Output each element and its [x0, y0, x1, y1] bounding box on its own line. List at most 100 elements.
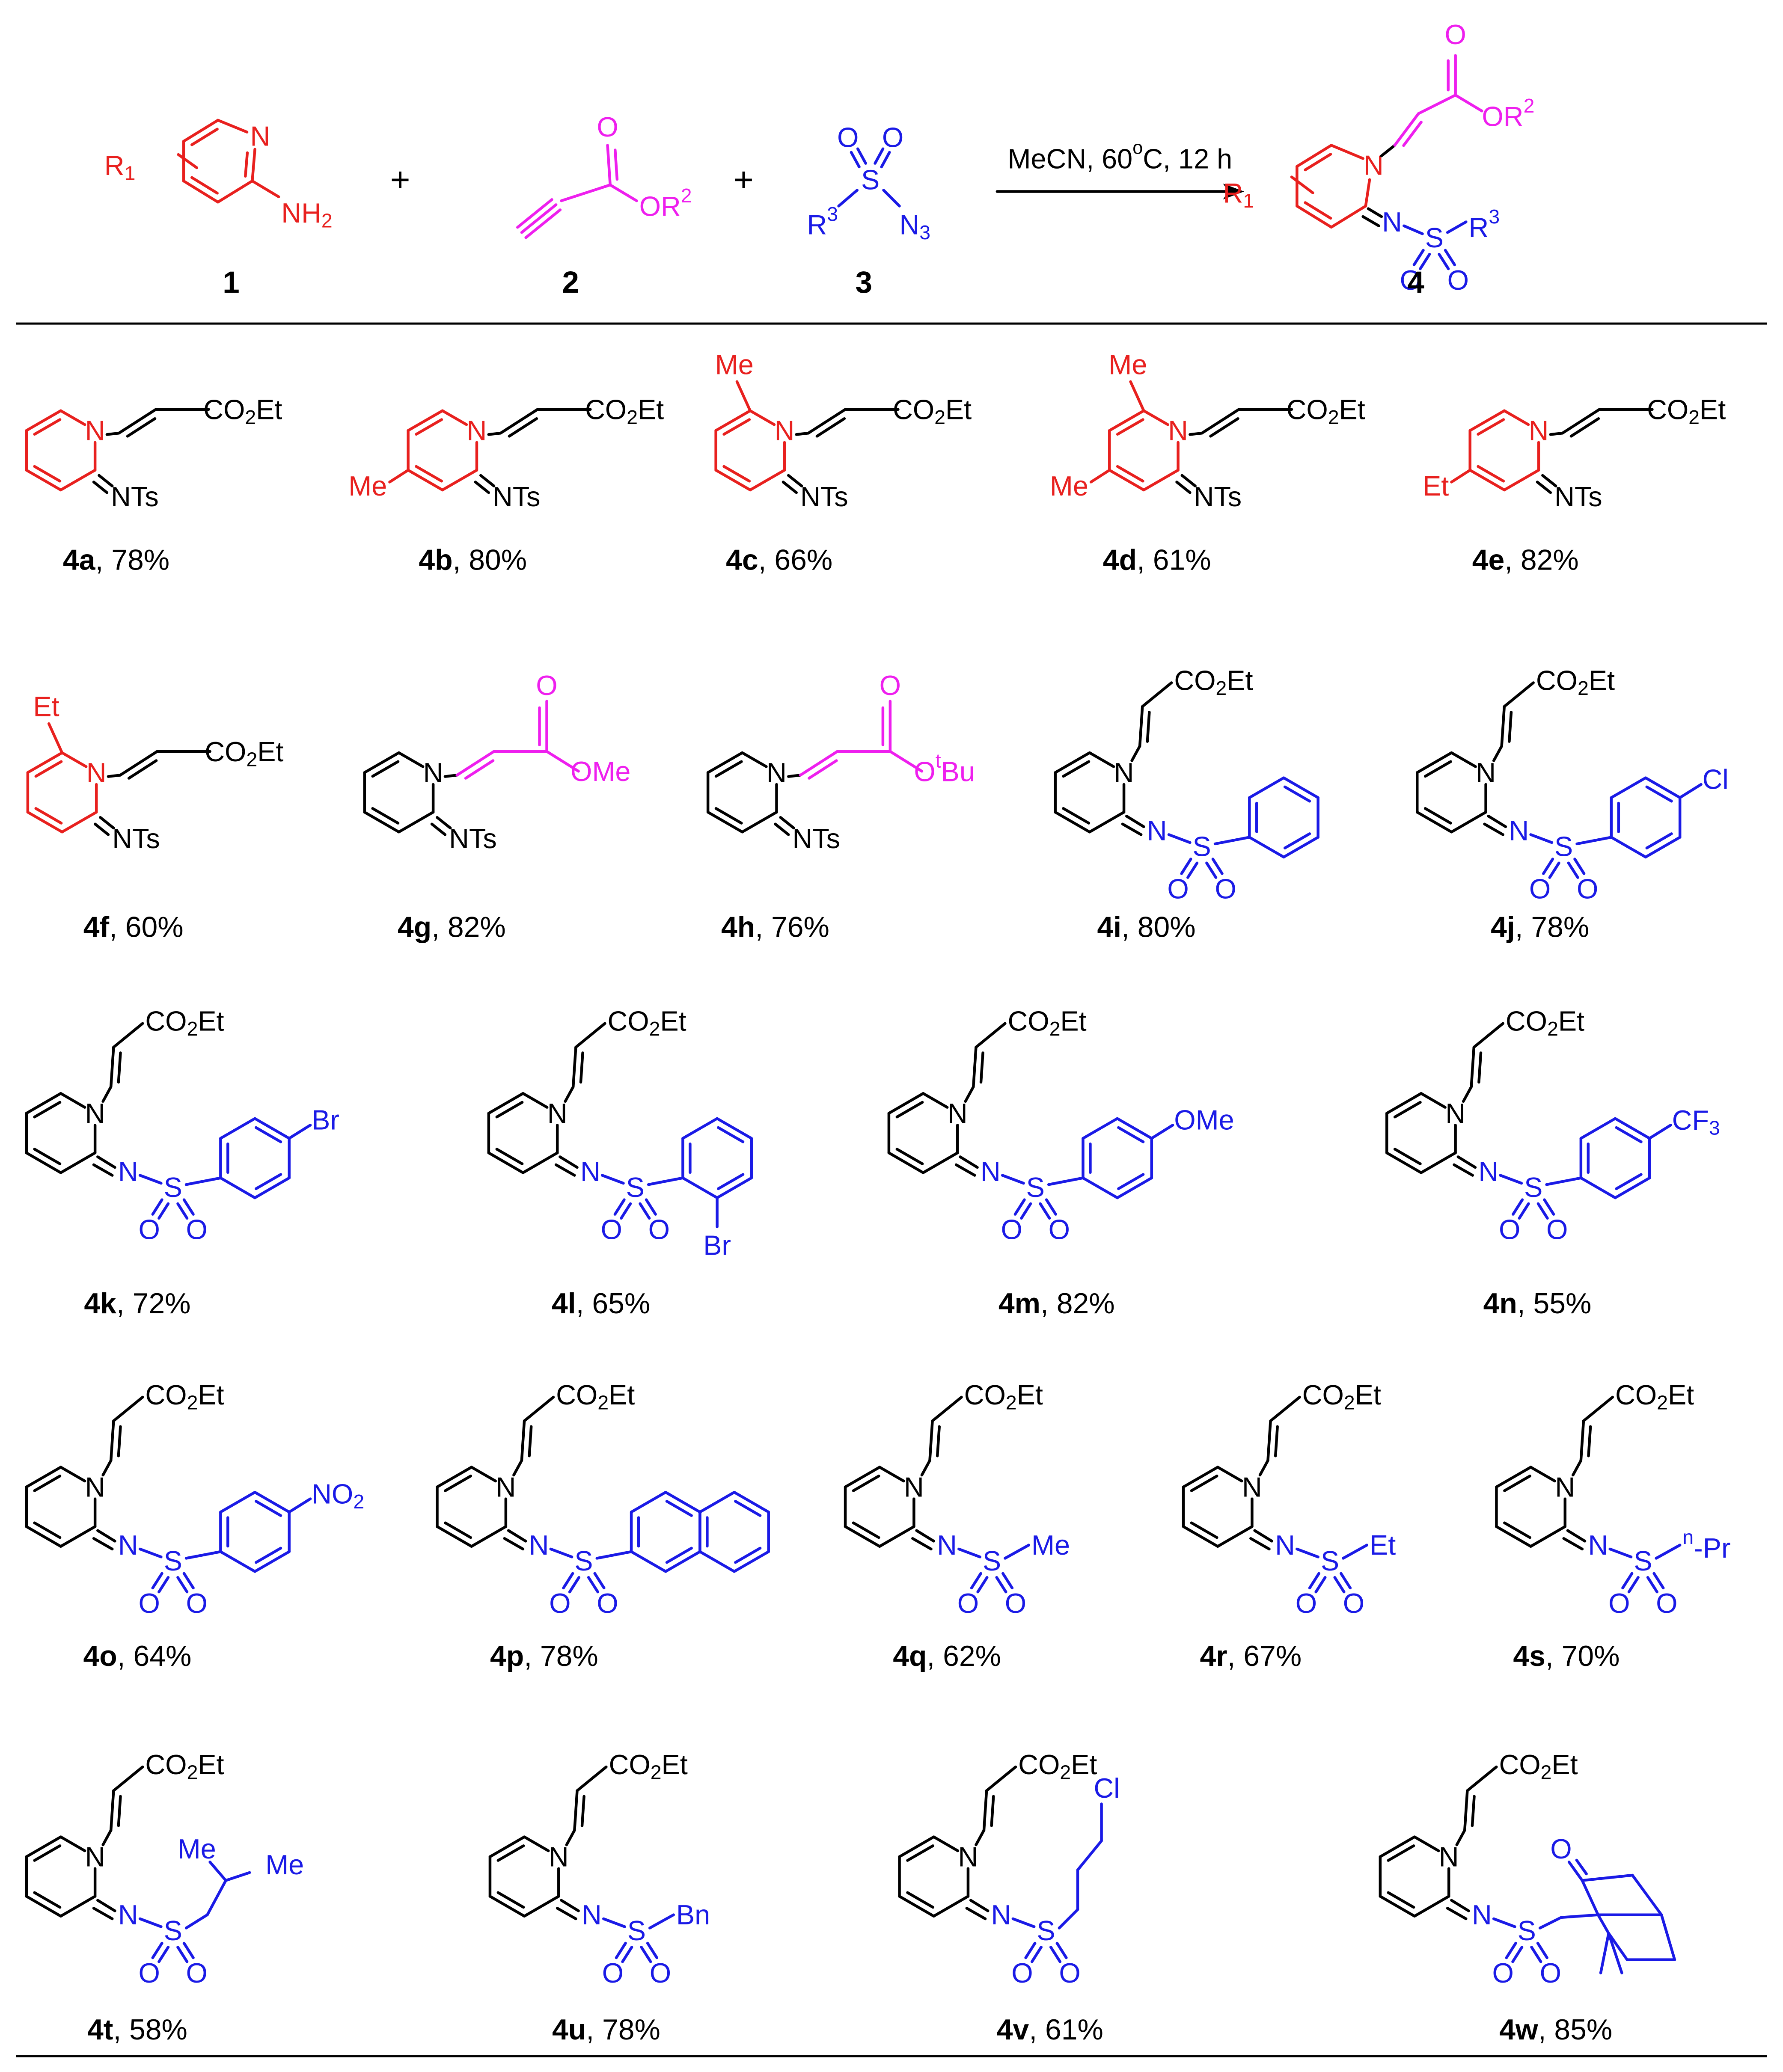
ring-bond — [898, 1895, 935, 1918]
ring-bond — [898, 1835, 935, 1858]
aryl-bond — [1645, 785, 1673, 803]
compound-label: 4t, 58% — [87, 2014, 187, 2046]
n-vinyl-bond — [1189, 432, 1204, 436]
ring-bond — [441, 469, 478, 492]
ring-bond — [59, 1151, 97, 1174]
aryl-bond — [255, 1126, 282, 1143]
vinyl-double-bond — [799, 750, 839, 777]
alkyne-bond — [560, 183, 612, 202]
caption-4s: 4s, 70% — [1513, 1640, 1620, 1672]
n-s-bond — [1499, 1174, 1523, 1185]
s-o-bond — [1045, 1198, 1057, 1216]
compound-label: 4g, 82% — [398, 911, 506, 943]
ring-bond — [1385, 1151, 1423, 1174]
imine-bond — [1253, 1529, 1273, 1543]
compound-label: 4a, 78% — [63, 544, 169, 576]
n-vinyl-bond — [101, 1459, 113, 1477]
vinyl-double-bond — [982, 1789, 988, 1832]
ester-bond — [1454, 94, 1483, 113]
aryl-bond — [219, 1176, 256, 1199]
aryl-bond — [1283, 832, 1311, 849]
aryl-bond — [1082, 1117, 1119, 1140]
ring-bond — [1379, 1895, 1416, 1918]
s-o-bond — [1646, 1576, 1658, 1594]
caption-4e: 4e, 82% — [1472, 544, 1579, 576]
sulfonyl-nitrogen: N — [1147, 815, 1167, 846]
imine-bond — [779, 816, 795, 830]
vinyl-double-bond — [1561, 408, 1601, 435]
s-o-bond — [1621, 1572, 1634, 1590]
vinyl-double-bond — [573, 1789, 579, 1832]
ring-bond — [33, 1475, 62, 1492]
aryl-bond — [1282, 776, 1319, 799]
substituent-bond — [47, 722, 64, 754]
s-o-bond — [1419, 252, 1431, 270]
n-vinyl-bond — [1492, 745, 1503, 762]
co2et-label: CO2Et — [607, 1005, 686, 1040]
ring-bond — [521, 1151, 559, 1174]
imine-bond — [96, 1155, 116, 1169]
vinyl-double-bond — [979, 1051, 984, 1084]
co2et-label: CO2Et — [203, 394, 282, 428]
imine-bond — [782, 481, 798, 494]
s-o-bond — [1542, 858, 1554, 875]
vinyl-bond — [1472, 1022, 1504, 1049]
vinyl-double-bond — [1209, 417, 1239, 438]
ring-bond — [495, 1148, 524, 1165]
sulfur-atom: S — [574, 1545, 593, 1576]
n-vinyl-bond — [1549, 432, 1564, 436]
ring-bond — [1304, 153, 1332, 172]
imine-bond — [92, 1537, 114, 1551]
aryl-bond — [1615, 1126, 1643, 1143]
sulfur-atom: S — [627, 1915, 646, 1946]
ring-bond — [844, 1525, 881, 1548]
aryl-bond — [255, 1547, 282, 1564]
camphor-bond — [1631, 1873, 1663, 1916]
n-vinyl-bond — [487, 432, 502, 436]
sulfonyl-oxygen: O — [549, 1588, 571, 1619]
ring-nitrogen: N — [904, 1471, 924, 1502]
ring-bond — [488, 1835, 526, 1858]
alkyl-substituent: Me — [1031, 1529, 1070, 1561]
ring-bond — [26, 751, 64, 774]
vinyl-bond — [1503, 681, 1535, 708]
aryl-bond — [1082, 1176, 1119, 1199]
ring-bond — [25, 1151, 62, 1174]
n-vinyl-bond — [512, 1459, 523, 1477]
para-bond — [288, 1497, 312, 1514]
caption-4c: 4c, 66% — [726, 544, 832, 576]
sulfur-atom: S — [1321, 1545, 1339, 1576]
n-vinyl-bond — [1455, 1829, 1466, 1846]
ring-bond — [1116, 418, 1144, 436]
vinyl-double-bond — [1393, 112, 1420, 147]
ring-bond — [523, 1835, 550, 1852]
ring-bond — [1416, 751, 1453, 774]
nts-label: NTs — [449, 823, 497, 854]
sulfur-atom: S — [626, 1172, 645, 1203]
sulfonyl-oxygen: O — [1049, 1214, 1070, 1245]
s-aryl-bond — [1213, 836, 1251, 846]
caption-4o: 4o, 64% — [83, 1640, 192, 1672]
aryl-bond — [1116, 1117, 1153, 1140]
vinyl-bond — [975, 1022, 1007, 1049]
ring-bond — [895, 1148, 924, 1165]
amine-bond — [251, 179, 280, 199]
plus-sign: + — [390, 160, 410, 199]
para-substituent: Cl — [1703, 763, 1729, 795]
ring-bond — [706, 810, 744, 834]
sulfonyl-oxygen: O — [597, 1588, 618, 1619]
ring-bond — [1387, 1891, 1415, 1909]
co2et-label: CO2Et — [1287, 394, 1365, 428]
aryl-bond — [681, 1176, 719, 1199]
s-r-bond — [1446, 220, 1468, 234]
s-o-bond — [1548, 861, 1560, 879]
ring-bond — [714, 469, 752, 492]
co2et-label: CO2Et — [1536, 665, 1615, 699]
imine-bond — [1541, 474, 1557, 487]
reaction-conditions: MeCN, 60oC, 12 h — [1008, 138, 1233, 174]
n-vinyl-bond — [443, 774, 458, 778]
ring-bond — [363, 751, 401, 774]
camphor-bond — [1560, 1913, 1600, 1919]
